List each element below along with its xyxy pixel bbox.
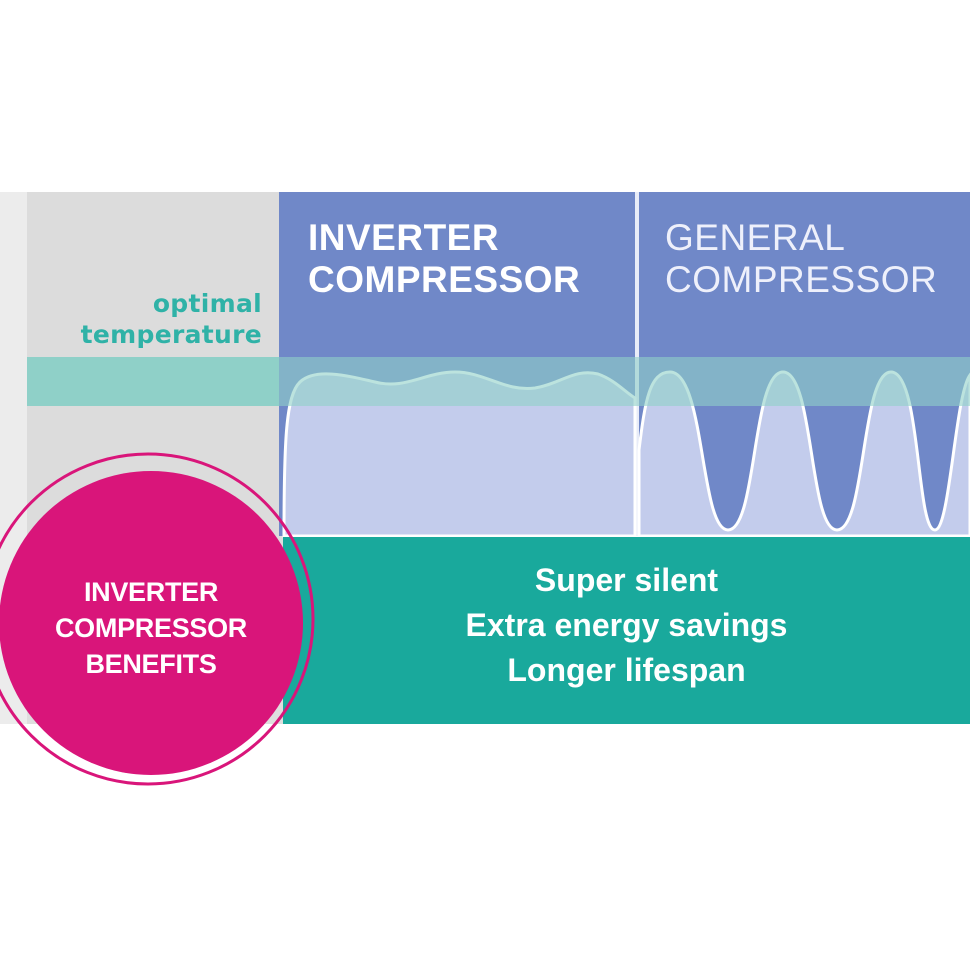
inverter-title-line2: COMPRESSOR (308, 259, 581, 300)
temperature-label-line: temperature (80, 320, 262, 349)
benefits-bar (283, 537, 970, 724)
optimal-temperature-label: optimal temperature (81, 288, 262, 350)
benefits-list: Super silent Extra energy savings Longer… (283, 558, 970, 693)
benefit-item: Super silent (534, 562, 719, 598)
inverter-title-line1: INVERTER (308, 217, 500, 258)
badge-line1: INVERTER (83, 577, 219, 607)
benefit-item: Extra energy savings (465, 607, 788, 643)
badge-ring (0, 452, 315, 786)
general-compressor-title: GENERAL COMPRESSOR (665, 217, 937, 301)
optimal-band-left (27, 357, 279, 406)
badge-line3: BENEFITS (85, 649, 217, 679)
benefit-item: Longer lifespan (507, 652, 746, 688)
inverter-compressor-title: INVERTER COMPRESSOR (308, 217, 580, 301)
badge-line2: COMPRESSOR (54, 613, 248, 643)
optimal-band (279, 357, 970, 406)
badge-label: INVERTER COMPRESSOR BENEFITS (15, 574, 287, 682)
badge-circle (0, 471, 303, 775)
general-title-line1: GENERAL (665, 217, 846, 258)
optimal-label-line: optimal (152, 289, 262, 318)
general-title-line2: COMPRESSOR (665, 259, 938, 300)
general-temperature-curve (637, 370, 970, 538)
